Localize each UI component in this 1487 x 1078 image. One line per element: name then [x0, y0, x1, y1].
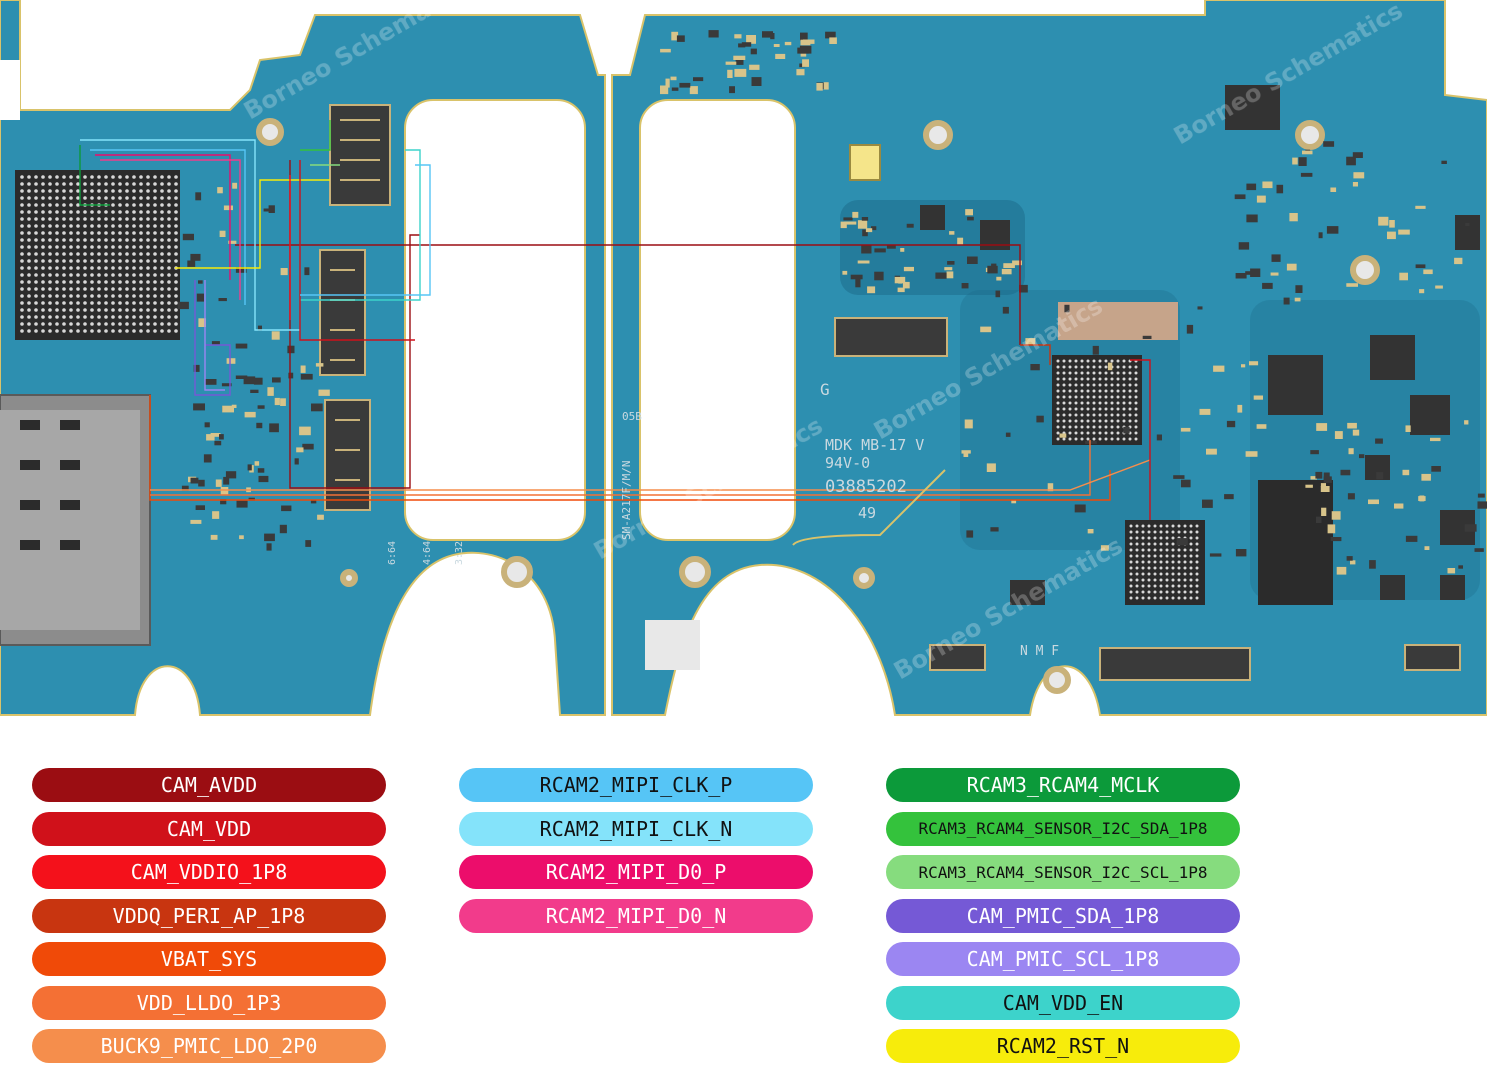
legend-item: CAM_PMIC_SCL_1P8	[886, 942, 1240, 976]
legend-item: VDDQ_PERI_AP_1P8	[32, 898, 386, 933]
legend-item-label: RCAM2_MIPI_CLK_N	[539, 816, 733, 841]
connector-1	[329, 104, 391, 206]
bga-lower	[1125, 520, 1205, 605]
legend-item-label: CAM_PMIC_SCL_1P8	[966, 947, 1160, 971]
connector-4	[834, 317, 948, 357]
legend-item: RCAM3_RCAM4_MCLK	[886, 768, 1240, 802]
silk-number: 49	[858, 504, 876, 522]
silk-rev-label: 3:32	[454, 541, 465, 565]
legend-item: CAM_AVDD	[32, 768, 386, 802]
legend-item-label: CAM_VDDIO_1P8	[130, 860, 288, 884]
legend-item: CAM_PMIC_SDA_1P8	[886, 898, 1240, 933]
silk-part-number: SM-A217F/M/N	[620, 461, 633, 540]
silk-rev-label: 6:64	[387, 541, 398, 565]
legend-item-label: RCAM3_RCAM4_SENSOR_I2C_SCL_1P8	[918, 862, 1208, 882]
legend-item: RCAM2_MIPI_CLK_N	[459, 811, 813, 846]
legend-item: BUCK9_PMIC_LDO_2P0	[32, 1029, 386, 1063]
legend-item-label: RCAM3_RCAM4_SENSOR_I2C_SDA_1P8	[918, 819, 1208, 838]
legend-item: RCAM3_RCAM4_SENSOR_I2C_SCL_1P8	[886, 855, 1240, 889]
legend-item: RCAM2_RST_N	[886, 1029, 1240, 1063]
silk-rev-label: 4:64	[422, 541, 433, 565]
legend-item-label: RCAM2_MIPI_D0_P	[545, 860, 727, 884]
silk-nmf: N M F	[1020, 644, 1059, 659]
silk-code-left: 05B	[622, 410, 642, 423]
legend-item-label: BUCK9_PMIC_LDO_2P0	[100, 1034, 318, 1058]
legend-item: VBAT_SYS	[32, 942, 386, 976]
legend-item-label: CAM_VDD	[166, 816, 252, 841]
legend-item-label: RCAM2_MIPI_CLK_P	[539, 773, 733, 797]
legend-item-label: CAM_VDD_EN	[1002, 990, 1124, 1015]
legend-item: CAM_VDD	[32, 811, 386, 846]
legend-item: VDD_LLDO_1P3	[32, 985, 386, 1020]
connector-5	[1099, 647, 1251, 681]
legend-item-label: VDDQ_PERI_AP_1P8	[112, 903, 306, 928]
legend-item-label: RCAM2_RST_N	[996, 1034, 1130, 1058]
legend-item: CAM_VDDIO_1P8	[32, 855, 386, 889]
soc-bga-left	[15, 170, 180, 340]
silk-serial: 03885202	[825, 477, 907, 497]
pcb-board-diagram: G MDK MB-17 V 94V-0 03885202 49 05B N M …	[0, 0, 1487, 716]
legend-item: RCAM2_MIPI_D0_P	[459, 855, 813, 889]
legend-item-label: RCAM2_MIPI_D0_N	[545, 903, 727, 928]
connector-3	[324, 399, 371, 511]
legend-item-label: VBAT_SYS	[160, 947, 258, 971]
legend-item: RCAM2_MIPI_CLK_P	[459, 768, 813, 802]
silk-model-line2: 94V-0	[825, 454, 870, 472]
legend-item: CAM_VDD_EN	[886, 985, 1240, 1020]
silk-model-line1: MDK MB-17 V	[825, 436, 924, 454]
legend-item-label: CAM_PMIC_SDA_1P8	[966, 903, 1160, 928]
legend-item-label: VDD_LLDO_1P3	[136, 990, 282, 1015]
legend-item-label: CAM_AVDD	[160, 773, 258, 797]
legend-item: RCAM3_RCAM4_SENSOR_I2C_SDA_1P8	[886, 811, 1240, 846]
legend-item-label: RCAM3_RCAM4_MCLK	[966, 773, 1160, 797]
legend-item: RCAM2_MIPI_D0_N	[459, 898, 813, 933]
connector-2	[319, 249, 366, 376]
silk-logo-letter: G	[820, 380, 830, 399]
